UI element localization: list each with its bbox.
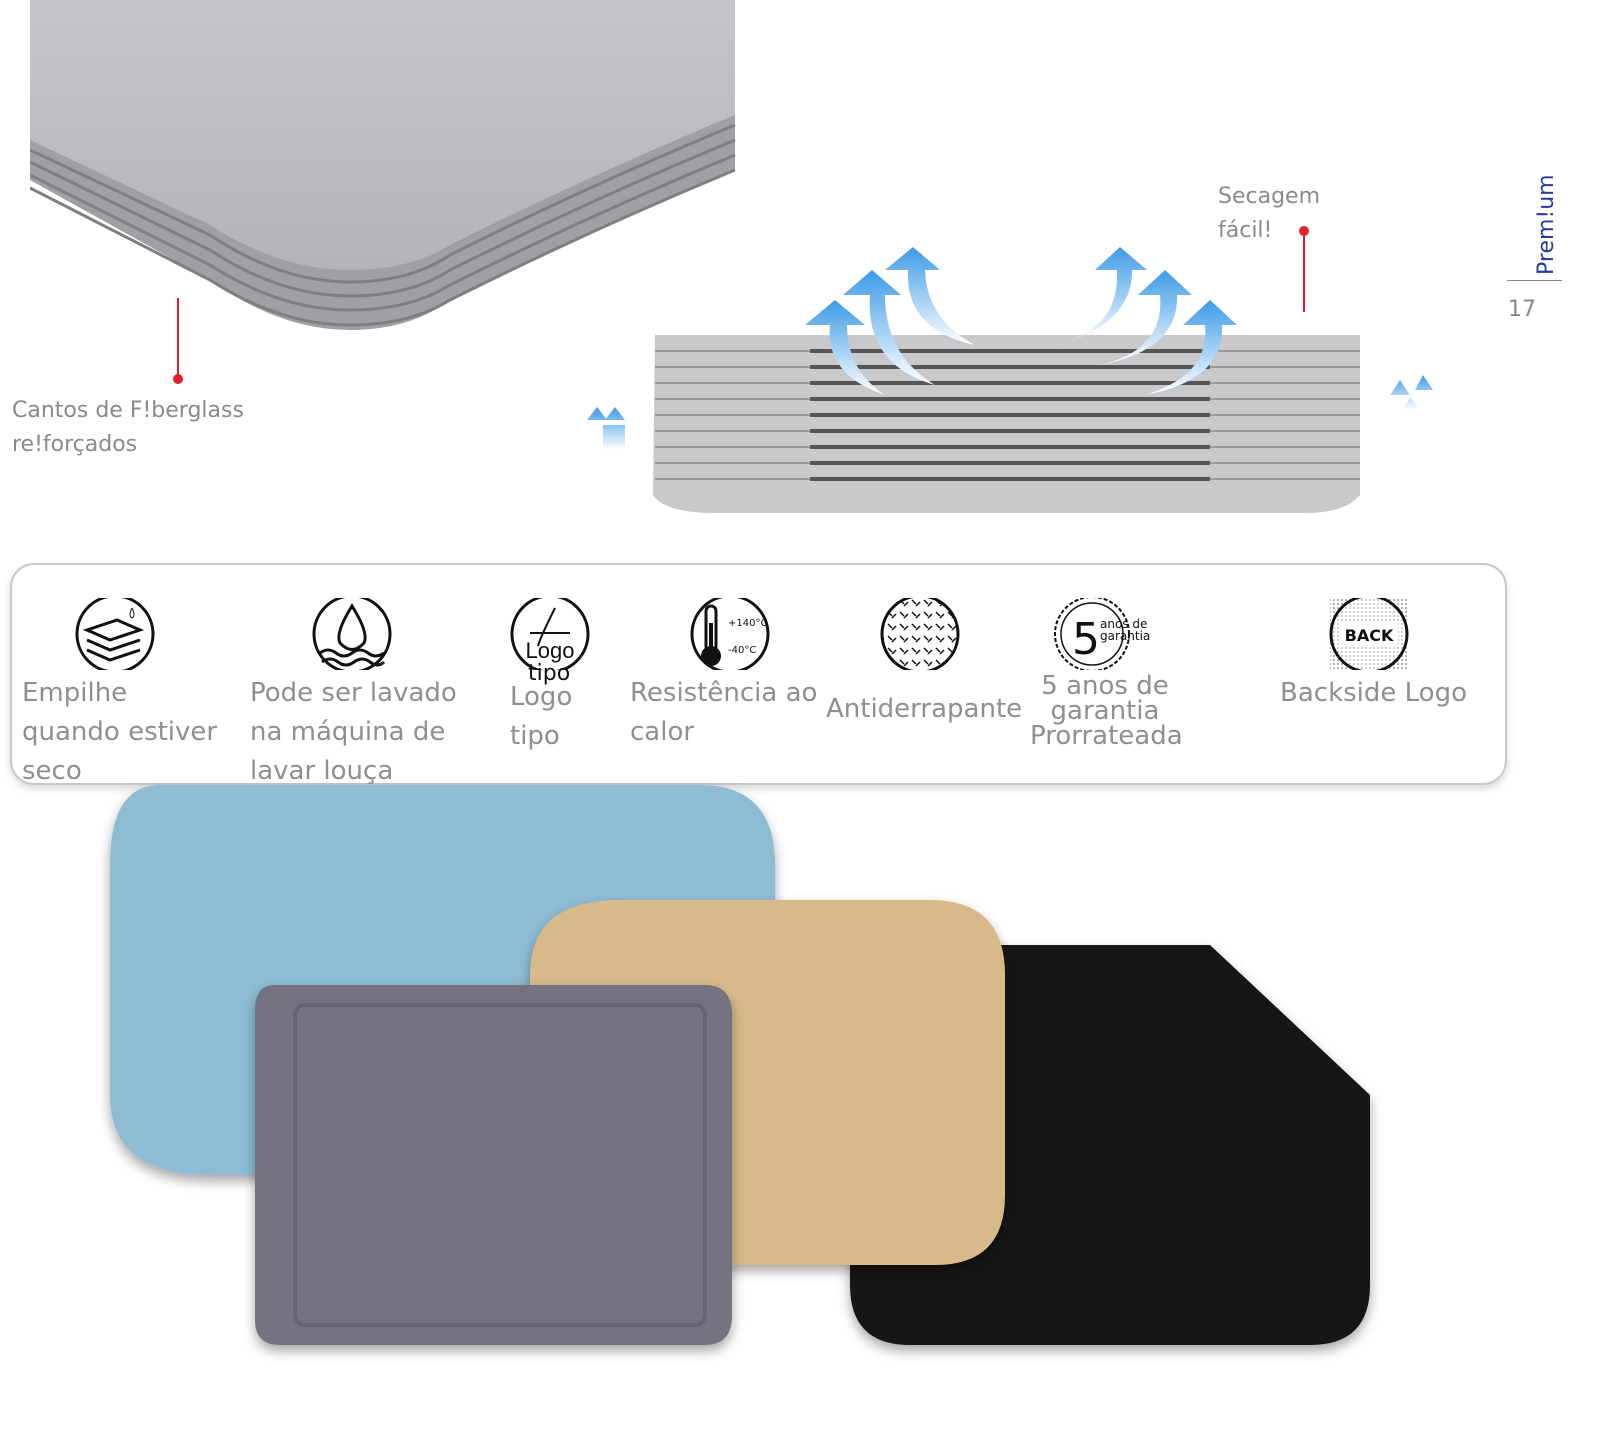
thermometer-icon: +140°C -40°C <box>690 598 770 670</box>
drying-callout: Secagem fácil! <box>1218 184 1321 243</box>
colored-trays-image <box>110 785 1370 1345</box>
feature-dishwasher: Pode ser lavado na máquina de lavar louç… <box>250 598 457 791</box>
feature-backside-logo: BACK Backside Logo <box>1280 598 1480 713</box>
stack-dry-icon <box>75 598 155 670</box>
dishwasher-icon <box>312 598 392 670</box>
corners-callout: Cantos de F!berglass re!forçados <box>12 398 244 457</box>
svg-text:-40°C: -40°C <box>728 645 756 656</box>
divider <box>1507 280 1562 281</box>
svg-text:garantia: garantia <box>1100 629 1150 643</box>
feature-logo: Logo tipo Logo tipo <box>510 598 600 756</box>
features-panel <box>10 563 1507 785</box>
grey-tray <box>255 985 732 1345</box>
svg-text:+140°C: +140°C <box>728 618 767 629</box>
svg-text:anos de: anos de <box>1100 617 1147 631</box>
svg-text:BACK: BACK <box>1345 626 1394 645</box>
logo-icon: Logo <box>510 598 590 670</box>
section-label: Prem!um <box>1534 174 1559 275</box>
drying-trays-image <box>587 247 1433 513</box>
svg-text:5: 5 <box>1072 614 1100 665</box>
backside-logo-icon: BACK <box>1329 598 1409 670</box>
stacked-trays-image <box>30 0 736 330</box>
non-slip-icon <box>880 598 960 670</box>
feature-heat: +140°C-40°C Resistência ao calor <box>630 598 830 752</box>
feature-stack: Empilhe quando estiver seco <box>22 598 222 791</box>
feature-nonslip: Antiderrapante <box>826 598 1026 729</box>
page-number: 17 <box>1508 297 1536 322</box>
svg-text:Logo: Logo <box>526 638 575 663</box>
